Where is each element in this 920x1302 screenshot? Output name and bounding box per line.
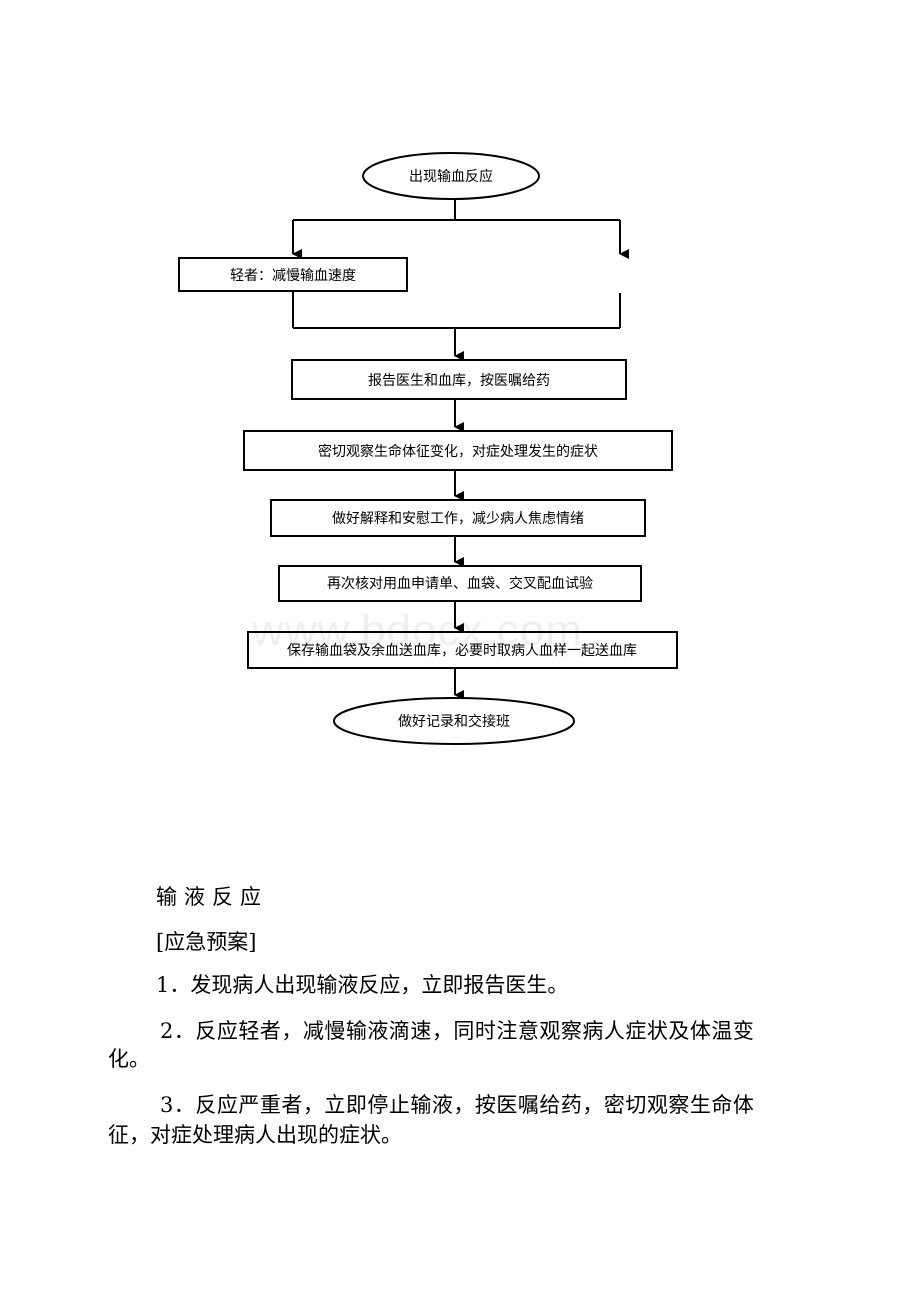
list-item-number: 1． — [156, 973, 191, 997]
step-1-label: 报告医生和血库，按医嘱给药 — [368, 373, 550, 389]
step-4-box — [278, 565, 642, 602]
section-title: 输液反应 — [156, 885, 268, 909]
step-2-box — [243, 430, 673, 471]
branch-left-label: 轻者：减慢输血速度 — [230, 267, 356, 284]
end-node-shape — [333, 697, 575, 745]
list-item-text: 反应严重者，立即停止输液，按医嘱给药，密切观察生命体 — [195, 1093, 755, 1117]
step-4-label: 再次核对用血申请单、血袋、交叉配血试验 — [327, 575, 593, 592]
step-3-label: 做好解释和安慰工作，减少病人焦虑情绪 — [332, 510, 584, 527]
step-3-box — [270, 499, 646, 537]
start-node-label: 出现输血反应 — [409, 168, 493, 185]
step-5-label: 保存输血袋及余血送血库，必要时取病人血样一起送血库 — [287, 642, 637, 659]
list-item-number: 2． — [160, 1019, 196, 1043]
list-item-3-continuation: 征，对症处理病人出现的症状。 — [108, 1123, 402, 1147]
start-node-shape — [362, 152, 540, 200]
list-item-3: 3．反应严重者，立即停止输液，按医嘱给药，密切观察生命体 — [160, 1090, 754, 1120]
transfusion-reaction-flowchart: 出现输血反应 轻者：减慢输血速度 报告医生和血库，按医嘱给药 密切观察生命体征变… — [178, 152, 678, 745]
step-2-label: 密切观察生命体征变化，对症处理发生的症状 — [318, 443, 598, 460]
end-node-label: 做好记录和交接班 — [398, 713, 510, 730]
list-item-text: 发现病人出现输液反应，立即报告医生。 — [190, 973, 569, 997]
step-1-box — [291, 359, 627, 400]
section-subtitle: [应急预案] — [156, 930, 257, 954]
list-item-number: 3． — [160, 1093, 196, 1117]
step-5-box — [247, 631, 678, 669]
list-item-2: 2．反应轻者，减慢输液滴速，同时注意观察病人症状及体温变 — [160, 1016, 754, 1046]
list-item-text: 反应轻者，减慢输液滴速，同时注意观察病人症状及体温变 — [195, 1019, 755, 1043]
list-item-1: 1．发现病人出现输液反应，立即报告医生。 — [156, 970, 568, 1000]
list-item-2-continuation: 化。 — [108, 1047, 150, 1071]
